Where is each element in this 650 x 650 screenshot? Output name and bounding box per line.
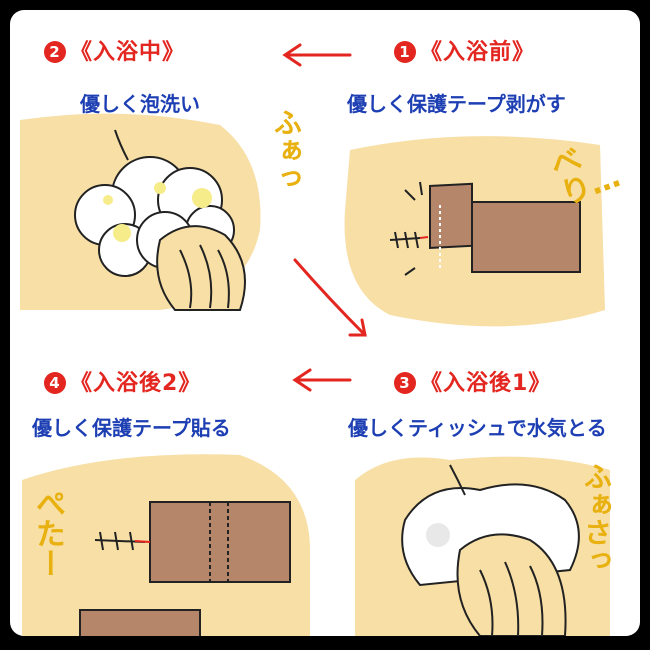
step-4-number: 4 (44, 372, 66, 394)
sound-effect-step2: ふぁっ (270, 108, 303, 192)
step-4-title: 4《入浴後2》 (44, 365, 201, 397)
flow-arrows (282, 43, 367, 392)
wound-stitches-step1 (389, 231, 421, 249)
foam-highlights (103, 182, 212, 242)
step-3-number: 3 (394, 372, 416, 394)
tape-peel-illustration (429, 182, 581, 273)
step-4-caption: 優しく保護テープ貼る (32, 416, 231, 440)
step-1-caption: 優しく保護テープ剥がす (347, 92, 566, 116)
arrow-step2-to-step3 (293, 258, 367, 337)
wound-stitches-step4 (94, 531, 146, 551)
sound-effect-step4: ぺたー (30, 488, 65, 578)
tape-apply-illustration (79, 501, 291, 636)
arrow-step1-to-step2 (282, 43, 352, 67)
step-1-title-text: 《入浴前》 (420, 40, 536, 65)
step-2-caption: 優しく泡洗い (80, 92, 200, 116)
step-4-title-text: 《入浴後2》 (70, 371, 202, 396)
illustration-layer (20, 43, 610, 636)
step-2-title-text: 《入浴中》 (70, 40, 186, 65)
step-2-number: 2 (44, 41, 66, 63)
hand-washing (156, 225, 246, 311)
step-1-title: 1《入浴前》 (394, 34, 535, 66)
hand-drying (456, 533, 567, 636)
sound-effect-step3: ふぁさっ (580, 462, 613, 574)
arrow-step3-to-step4 (292, 368, 352, 392)
step-2-title: 2《入浴中》 (44, 34, 185, 66)
step-3-caption: 優しくティッシュで水気とる (348, 416, 607, 440)
comic-panel: 2《入浴中》 1《入浴前》 4《入浴後2》 3《入浴後1》 優しく泡洗い 優しく… (10, 10, 640, 636)
step-3-title: 3《入浴後1》 (394, 365, 551, 397)
step-1-number: 1 (394, 41, 416, 63)
step-3-title-text: 《入浴後1》 (420, 371, 552, 396)
